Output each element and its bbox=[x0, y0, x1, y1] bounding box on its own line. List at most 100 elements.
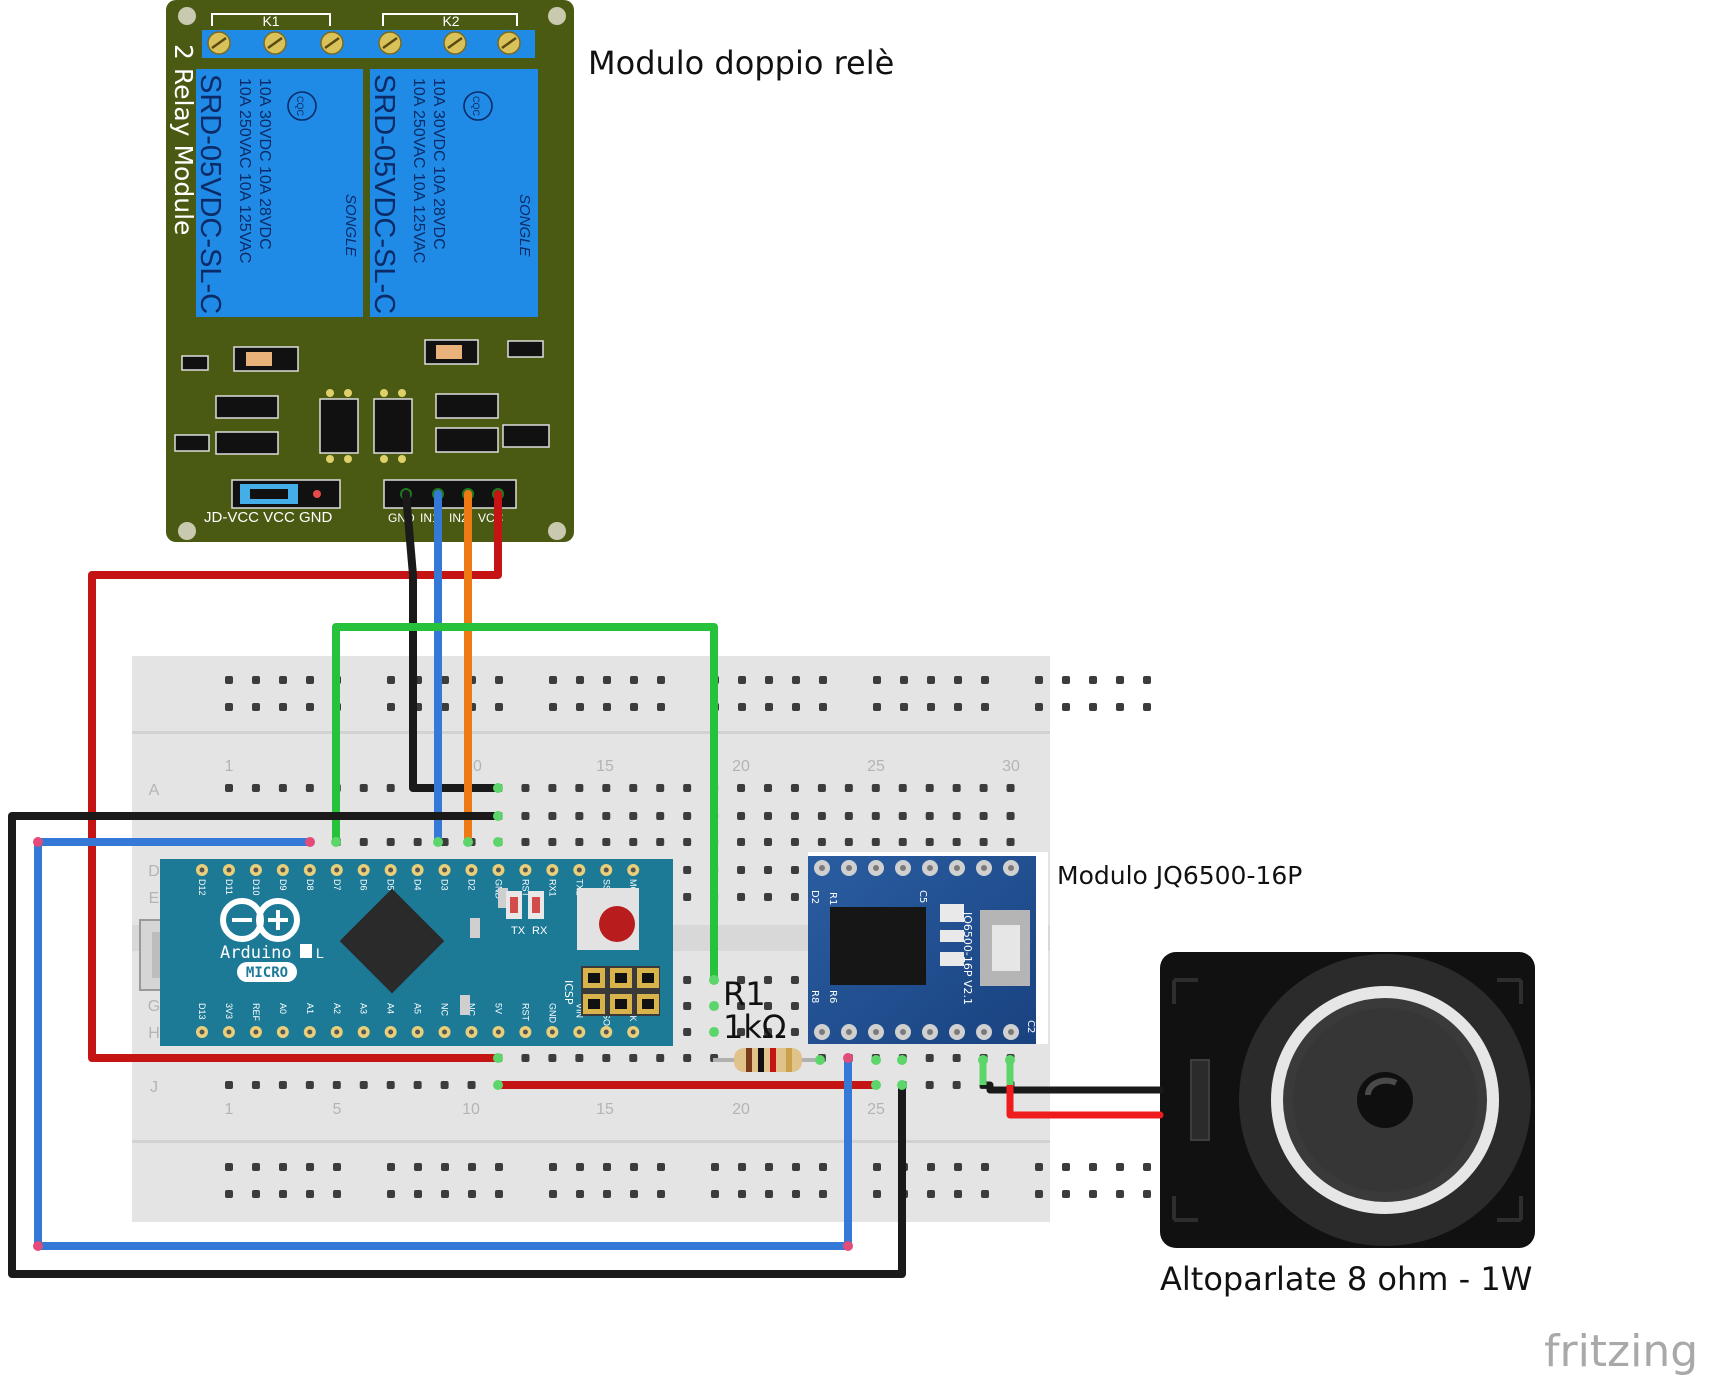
breadboard-hole bbox=[386, 838, 395, 846]
rail-hole bbox=[333, 1163, 341, 1171]
breadboard-hole bbox=[952, 812, 961, 820]
rail-hole bbox=[792, 703, 800, 711]
svg-text:15: 15 bbox=[596, 758, 614, 775]
breadboard-hole bbox=[575, 784, 584, 792]
jq6500-module: JQ6500-16P V2.1 D2 R1 C5 R8 R6 C2 bbox=[808, 852, 1048, 1044]
relay-body bbox=[370, 69, 538, 317]
svg-text:20: 20 bbox=[732, 758, 750, 775]
rail-hole bbox=[441, 676, 449, 684]
breadboard-hole bbox=[764, 838, 772, 846]
led-l-label: L bbox=[316, 945, 324, 961]
breadboard-hole bbox=[278, 784, 287, 792]
rail-hole bbox=[1116, 703, 1124, 711]
jq6500-module-label: Modulo JQ6500-16P bbox=[1057, 861, 1302, 890]
breadboard-hole bbox=[683, 1054, 692, 1062]
breadboard-hole bbox=[790, 784, 799, 792]
arduino-pin-label: D9 bbox=[278, 879, 288, 891]
breadboard-hole bbox=[737, 893, 746, 901]
rail-hole bbox=[792, 1163, 800, 1171]
breadboard-hole bbox=[737, 812, 746, 820]
rail-hole bbox=[279, 703, 287, 711]
mount-hole bbox=[548, 7, 566, 25]
svg-text:15: 15 bbox=[596, 1101, 614, 1118]
rail-hole bbox=[306, 1163, 314, 1171]
breadboard-hole bbox=[602, 838, 611, 846]
rail-hole bbox=[765, 676, 773, 684]
rail-hole bbox=[1143, 1163, 1151, 1171]
breadboard-hole bbox=[548, 838, 557, 846]
breadboard-hole bbox=[925, 784, 934, 792]
rail-hole bbox=[252, 676, 260, 684]
rail-hole bbox=[765, 1190, 773, 1198]
led-tx-label: TX bbox=[511, 925, 526, 937]
relay-module: K1 K2 2 Relay Module SRD-05VDC-SL-C 10A … bbox=[166, 0, 574, 542]
breadboard-hole bbox=[817, 838, 826, 846]
breadboard-hole bbox=[629, 1054, 638, 1062]
wires bbox=[8, 490, 1164, 1278]
rail-hole bbox=[441, 1190, 449, 1198]
rail-hole bbox=[1116, 1190, 1124, 1198]
breadboard-hole bbox=[1006, 784, 1015, 792]
breadboard-hole bbox=[683, 1002, 692, 1010]
pin-in2-label: IN2 bbox=[449, 511, 468, 525]
breadboard-hole bbox=[629, 838, 638, 846]
breadboard-hole bbox=[575, 1054, 584, 1062]
rail-hole bbox=[873, 1163, 881, 1171]
breadboard-hole bbox=[359, 784, 368, 792]
breadboard-hole bbox=[898, 812, 907, 820]
breadboard-hole bbox=[683, 976, 692, 984]
breadboard-hole bbox=[440, 838, 449, 846]
mount-hole bbox=[548, 522, 566, 540]
rail-hole bbox=[495, 1190, 503, 1198]
arduino-pin-label: A5 bbox=[413, 1003, 423, 1014]
reset-button[interactable] bbox=[577, 888, 639, 950]
svg-text:C2: C2 bbox=[1025, 1020, 1036, 1033]
svg-text:A: A bbox=[149, 782, 160, 799]
svg-text:SONGLE: SONGLE bbox=[516, 194, 533, 258]
rail-hole bbox=[603, 676, 611, 684]
breadboard-hole bbox=[575, 838, 584, 846]
breadboard-hole bbox=[898, 784, 907, 792]
rail-hole bbox=[630, 703, 638, 711]
led-rx-label: RX bbox=[532, 925, 548, 937]
rail-hole bbox=[387, 676, 395, 684]
rail-hole bbox=[279, 1190, 287, 1198]
breadboard-hole bbox=[979, 812, 988, 820]
svg-text:CQC: CQC bbox=[295, 96, 305, 117]
svg-text:10A 30VDC 10A 28VDC: 10A 30VDC 10A 28VDC bbox=[256, 78, 273, 250]
svg-text:SRD-05VDC-SL-C: SRD-05VDC-SL-C bbox=[368, 74, 400, 314]
breadboard-hole bbox=[683, 784, 692, 792]
rail-hole bbox=[819, 1190, 827, 1198]
rail-hole bbox=[711, 1163, 719, 1171]
speaker-label: Altoparlate 8 ohm - 1W bbox=[1160, 1260, 1532, 1298]
rail-hole bbox=[468, 1163, 476, 1171]
reset-button-cap[interactable] bbox=[599, 906, 635, 942]
rail-hole bbox=[306, 1190, 314, 1198]
arduino-pin-label: D3 bbox=[440, 879, 450, 891]
rail-hole bbox=[603, 703, 611, 711]
svg-text:G: G bbox=[148, 998, 160, 1015]
svg-text:25: 25 bbox=[867, 1101, 885, 1118]
cqc-mark bbox=[287, 91, 317, 121]
arduino-pin-label: A0 bbox=[278, 1003, 288, 1014]
breadboard-hole bbox=[844, 838, 853, 846]
relay-k2-label: K2 bbox=[442, 13, 459, 29]
relay-k1: SRD-05VDC-SL-C 10A 250VAC 10A 125VAC 10A… bbox=[194, 69, 363, 317]
rail-hole bbox=[738, 703, 746, 711]
svg-text:R6: R6 bbox=[827, 990, 838, 1003]
arduino-brand: Arduino bbox=[220, 943, 292, 963]
rail-hole bbox=[1116, 1163, 1124, 1171]
arduino-pin-label: A3 bbox=[359, 1003, 369, 1014]
rail-hole bbox=[981, 1163, 989, 1171]
breadboard-hole bbox=[871, 784, 880, 792]
svg-text:SONGLE: SONGLE bbox=[342, 194, 359, 258]
breadboard-hole bbox=[359, 1081, 368, 1089]
breadboard-hole bbox=[790, 976, 799, 984]
arduino-pin-label: D8 bbox=[305, 879, 315, 891]
wire-red-vcc-relay bbox=[88, 490, 502, 1062]
svg-text:10A 250VAC 10A 125VAC: 10A 250VAC 10A 125VAC bbox=[236, 78, 253, 263]
svg-text:25: 25 bbox=[867, 758, 885, 775]
rail-hole bbox=[1062, 703, 1070, 711]
jumper-header: JD-VCC VCC GND bbox=[204, 479, 341, 526]
rail-hole bbox=[306, 676, 314, 684]
